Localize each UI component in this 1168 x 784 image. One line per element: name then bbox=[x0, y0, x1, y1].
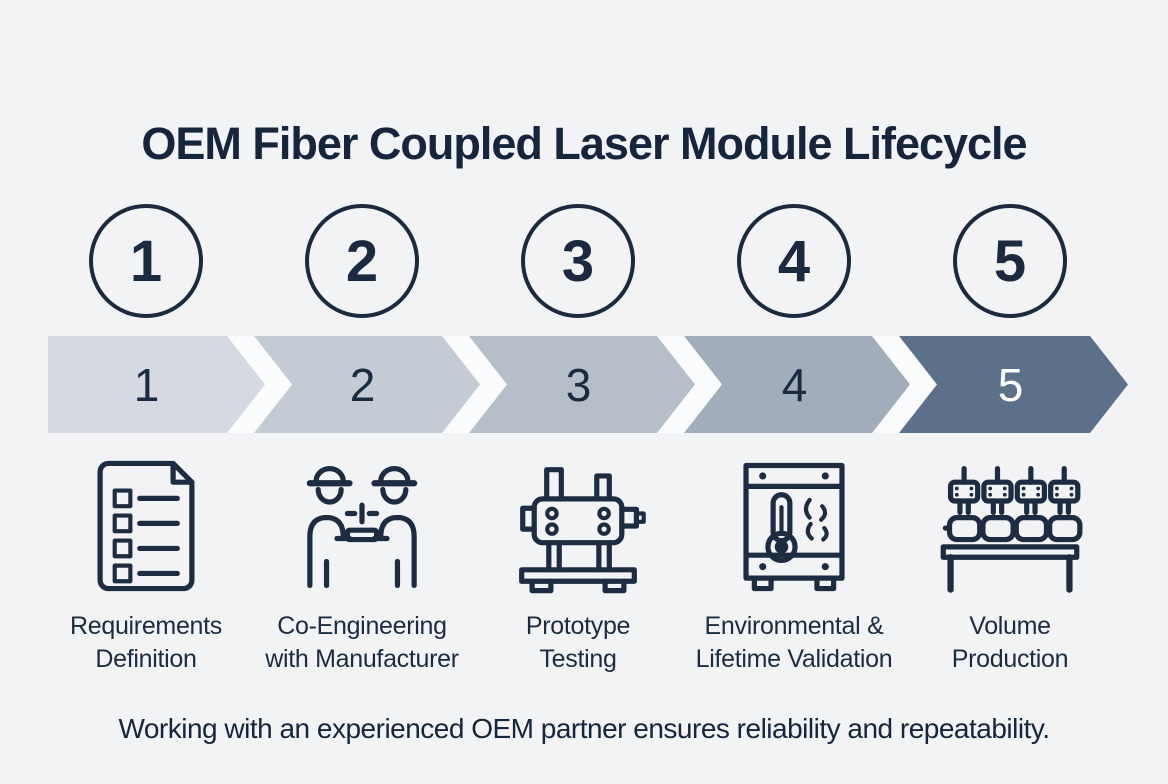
step-1-circle-cell: 1 bbox=[38, 204, 254, 318]
step-1-circle: 1 bbox=[89, 204, 203, 318]
step-4-circle-number: 4 bbox=[777, 228, 811, 294]
step-5-circle: 5 bbox=[953, 204, 1067, 318]
band-number-5: 5 bbox=[997, 358, 1024, 411]
band-number-3-cell: 3 bbox=[470, 336, 686, 433]
checklist-document-icon bbox=[97, 460, 195, 592]
step-2-label-cell: Co-Engineering with Manufacturer bbox=[254, 610, 470, 676]
page-title: OEM Fiber Coupled Laser Module Lifecycle bbox=[141, 118, 1027, 170]
band-numbers-row: 1 2 3 4 5 bbox=[38, 336, 1118, 433]
production-line-icon bbox=[940, 466, 1083, 593]
step-circles-row: 1 2 3 4 5 bbox=[38, 204, 1118, 318]
step-3-circle-number: 3 bbox=[561, 228, 595, 294]
band-segment-2 bbox=[254, 336, 480, 433]
step-1-icon-cell bbox=[38, 448, 254, 604]
step-4-icon-cell bbox=[686, 448, 902, 604]
band-segment-5 bbox=[899, 336, 1128, 433]
step-4-label-line1: Environmental & bbox=[704, 612, 884, 640]
step-3-circle: 3 bbox=[521, 204, 635, 318]
step-3-icon-cell bbox=[470, 448, 686, 604]
step-labels-row: Requirements Definition Co-Engineering w… bbox=[38, 610, 1118, 676]
step-5-circle-cell: 5 bbox=[902, 204, 1118, 318]
step-5-icon-cell bbox=[902, 448, 1118, 604]
step-4-label: Environmental & Lifetime Validation bbox=[696, 610, 893, 676]
step-2-circle-number: 2 bbox=[345, 228, 379, 294]
step-2-icon-cell bbox=[254, 448, 470, 604]
band-segment-1 bbox=[48, 336, 265, 433]
band-number-2-cell: 2 bbox=[254, 336, 470, 433]
step-5-circle-number: 5 bbox=[993, 228, 1027, 294]
step-2-label-line2: with Manufacturer bbox=[265, 645, 459, 673]
step-4-circle: 4 bbox=[737, 204, 851, 318]
band-number-4-cell: 4 bbox=[686, 336, 902, 433]
step-1-label-line1: Requirements bbox=[69, 612, 223, 640]
band-segment-4 bbox=[684, 336, 910, 433]
step-1-circle-number: 1 bbox=[129, 228, 163, 294]
step-2-label: Co-Engineering with Manufacturer bbox=[265, 610, 459, 676]
step-2-label-line1: Co-Engineering bbox=[277, 612, 447, 640]
step-3-label: Prototype Testing bbox=[525, 610, 631, 676]
step-5-label-line2: Production bbox=[951, 645, 1069, 673]
step-5-label: Volume Production bbox=[952, 610, 1069, 676]
step-1-label-cell: Requirements Definition bbox=[38, 610, 254, 676]
band-number-2: 2 bbox=[349, 358, 376, 411]
band-number-3: 3 bbox=[565, 358, 592, 411]
band-number-4: 4 bbox=[781, 358, 808, 411]
laser-module-test-fixture-icon bbox=[519, 467, 646, 594]
step-icons-row bbox=[38, 448, 1118, 604]
band-number-5-cell: 5 bbox=[902, 336, 1118, 433]
step-3-label-cell: Prototype Testing bbox=[470, 610, 686, 676]
step-2-circle-cell: 2 bbox=[254, 204, 470, 318]
step-1-label: Requirements Definition bbox=[70, 610, 222, 676]
step-4-circle-cell: 4 bbox=[686, 204, 902, 318]
band-segment-3 bbox=[469, 336, 695, 433]
step-3-circle-cell: 3 bbox=[470, 204, 686, 318]
step-3-label-line1: Prototype bbox=[525, 612, 631, 640]
step-1-label-line2: Definition bbox=[95, 645, 197, 673]
engineers-collaboration-icon bbox=[306, 466, 418, 589]
environmental-chamber-icon bbox=[743, 462, 845, 592]
step-3-label-line2: Testing bbox=[539, 645, 617, 673]
step-2-circle: 2 bbox=[305, 204, 419, 318]
band-number-1: 1 bbox=[133, 358, 160, 411]
band-number-1-cell: 1 bbox=[38, 336, 254, 433]
footer-tagline: Working with an experienced OEM partner … bbox=[118, 713, 1050, 744]
step-4-label-line2: Lifetime Validation bbox=[695, 645, 893, 673]
process-arrow-band bbox=[48, 336, 1128, 433]
step-4-label-cell: Environmental & Lifetime Validation bbox=[686, 610, 902, 676]
step-5-label-cell: Volume Production bbox=[902, 610, 1118, 676]
step-5-label-line1: Volume bbox=[969, 612, 1051, 640]
